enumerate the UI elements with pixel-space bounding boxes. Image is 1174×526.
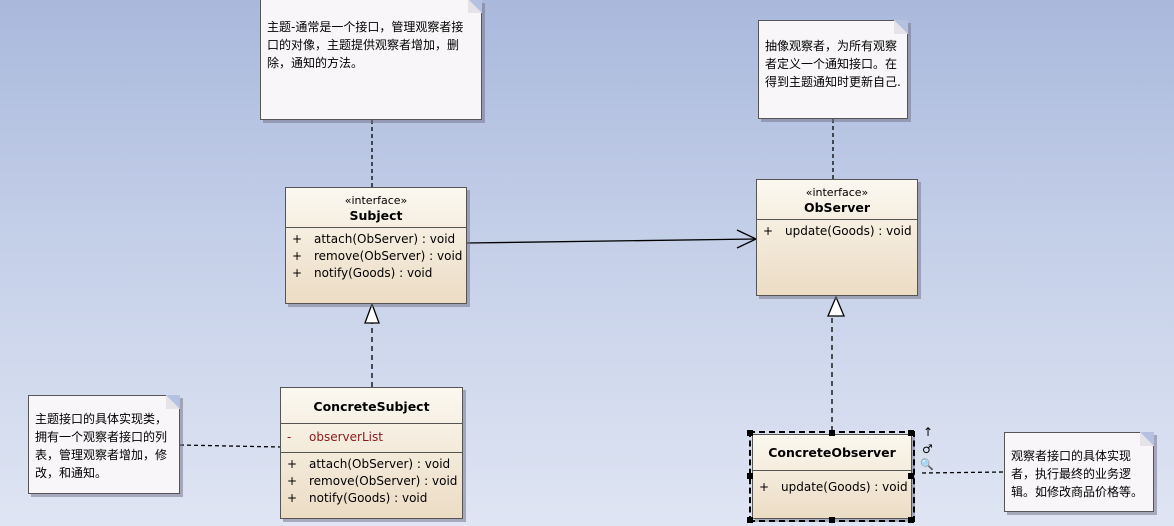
operations-section: + attach(ObServer) : void + remove(ObServe…	[286, 228, 466, 285]
class-concrete-subject-header: ConcreteSubject	[281, 388, 462, 424]
operation-row[interactable]: + update(Goods) : void	[759, 479, 908, 496]
class-observer-header: «interface» ObServer	[757, 180, 917, 220]
operation-signature: attach(ObServer) : void	[309, 457, 451, 471]
class-observer[interactable]: «interface» ObServer + update(Goods) : vo…	[756, 179, 918, 296]
visibility-marker: +	[287, 457, 298, 471]
operation-signature: remove(ObServer) : void	[314, 249, 463, 263]
operation-signature: update(Goods) : void	[781, 480, 908, 494]
stereotype-label: «interface»	[805, 186, 869, 199]
class-concrete-observer-header: ConcreteObserver	[753, 435, 911, 471]
visibility-marker: +	[763, 224, 774, 238]
association-line[interactable]	[466, 238, 757, 244]
note-link-concrete-subject[interactable]	[179, 444, 281, 448]
resize-handle-sw[interactable]	[747, 517, 753, 523]
resize-handle-s[interactable]	[829, 517, 835, 523]
link-icon[interactable]: ♂	[922, 442, 933, 456]
visibility-marker: +	[287, 474, 298, 488]
operation-row[interactable]: + notify(Goods) : void	[287, 490, 456, 507]
up-arrow-icon[interactable]: ↑	[923, 425, 934, 439]
operations-section: + attach(ObServer) : void + remove(ObServe…	[281, 452, 462, 510]
realization-triangle-observer	[827, 295, 845, 317]
note-link-concrete-observer[interactable]	[921, 471, 1005, 474]
attribute-row[interactable]: - observerList	[287, 429, 456, 446]
class-subject-header: «interface» Subject	[286, 188, 466, 228]
realization-triangle-subject	[364, 302, 380, 324]
magnifier-icon[interactable]: 🔍	[920, 458, 934, 471]
resize-handle-e[interactable]	[908, 473, 914, 479]
operation-row[interactable]: + update(Goods) : void	[763, 223, 912, 240]
resize-handle-se[interactable]	[908, 517, 914, 523]
operation-signature: attach(ObServer) : void	[314, 232, 456, 246]
operation-row[interactable]: + remove(ObServer) : void	[287, 473, 458, 490]
class-concrete-subject[interactable]: ConcreteSubject - observerList + attach(Ob…	[280, 387, 463, 519]
class-concrete-observer[interactable]: ConcreteObserver + update(Goods) : void	[749, 431, 915, 522]
operations-section: + update(Goods) : void	[753, 471, 911, 499]
resize-handle-ne[interactable]	[908, 430, 914, 436]
operation-row[interactable]: + remove(ObServer) : void	[292, 248, 463, 265]
visibility-marker: +	[287, 491, 298, 505]
note-subject[interactable]: 主题-通常是一个接口，管理观察者接口的对像，主题提供观察者增加，删除，通知的方法…	[260, 0, 482, 120]
visibility-marker: +	[292, 266, 303, 280]
resize-handle-nw[interactable]	[747, 430, 753, 436]
operation-signature: notify(Goods) : void	[309, 491, 428, 505]
operation-signature: update(Goods) : void	[785, 224, 912, 238]
operation-row[interactable]: + attach(ObServer) : void	[292, 231, 460, 248]
operation-signature: notify(Goods) : void	[314, 266, 433, 280]
visibility-marker: +	[292, 232, 303, 246]
class-subject[interactable]: «interface» Subject + attach(ObServer) : …	[285, 187, 467, 304]
visibility-marker: +	[292, 249, 303, 263]
note-concrete-subject[interactable]: 主题接口的具体实现类，拥有一个观察者接口的列表，管理观察者增加，修改，和通知。	[28, 395, 180, 494]
resize-handle-n[interactable]	[829, 430, 835, 436]
note-concrete-observer[interactable]: 观察者接口的具体实现者，执行最终的业务逻辑。如修改商品价格等。	[1004, 432, 1154, 512]
visibility-marker: +	[759, 480, 770, 494]
operations-section: + update(Goods) : void	[757, 220, 917, 243]
attribute-name: observerList	[309, 430, 383, 444]
stereotype-label: «interface»	[344, 194, 408, 207]
attributes-section: - observerList	[281, 424, 462, 452]
class-name: ConcreteSubject	[313, 399, 430, 414]
operation-signature: remove(ObServer) : void	[309, 474, 458, 488]
resize-handle-w[interactable]	[747, 473, 753, 479]
operation-row[interactable]: + notify(Goods) : void	[292, 265, 460, 282]
visibility-marker: -	[287, 430, 292, 444]
operation-row[interactable]: + attach(ObServer) : void	[287, 456, 456, 473]
class-name: Subject	[349, 208, 403, 223]
class-name: ObServer	[803, 200, 870, 215]
note-observer[interactable]: 抽像观察者，为所有观察者定义一个通知接口。在得到主题通知时更新自己.	[758, 20, 908, 119]
class-name: ConcreteObserver	[768, 445, 896, 460]
